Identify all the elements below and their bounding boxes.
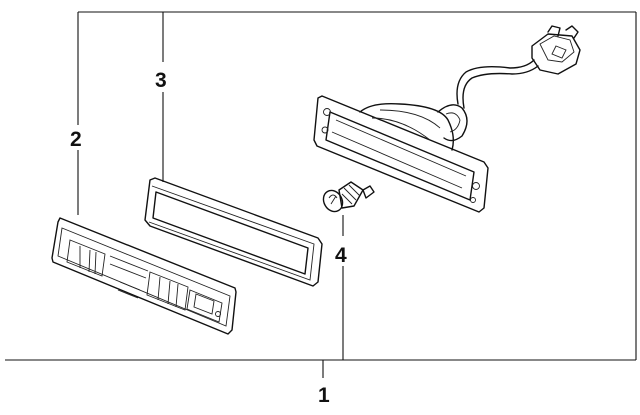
callout-3: 3 — [155, 69, 167, 92]
diagram-frame — [5, 11, 637, 361]
leader-lines — [77, 12, 344, 378]
bulb-part — [322, 181, 375, 213]
housing-part — [313, 25, 581, 213]
gasket-part — [144, 177, 323, 287]
lens-part — [51, 217, 237, 335]
callout-2: 2 — [70, 128, 82, 151]
callout-4: 4 — [335, 244, 347, 267]
callout-1: 1 — [318, 384, 330, 407]
